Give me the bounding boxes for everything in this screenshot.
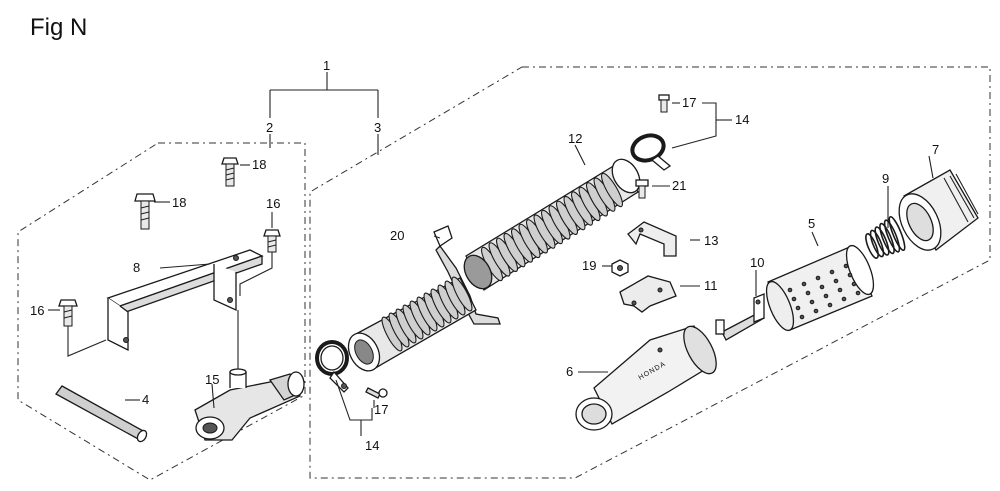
bolt-18-lower: [134, 193, 156, 230]
callout-18-upper: 18: [252, 157, 266, 172]
bolt-18-upper: [221, 157, 239, 187]
spring-coil: [874, 226, 890, 256]
figure-title: Fig N: [30, 14, 88, 41]
screw-17-upper: [658, 94, 670, 113]
group-2-border: [17, 142, 306, 481]
callout-2: 2: [266, 120, 273, 135]
callout-8: 8: [133, 260, 140, 275]
spring-coil: [888, 215, 906, 252]
filter-hole: [799, 314, 805, 320]
tube-rib: [451, 276, 473, 312]
filter-hole: [813, 308, 819, 314]
callout-13: 13: [704, 233, 718, 248]
spring-coil: [865, 233, 879, 259]
bracket-10: [715, 293, 765, 341]
callout-17-upper: 17: [682, 95, 696, 110]
hose-4: [55, 385, 148, 443]
callout-12: 12: [568, 131, 582, 146]
callout-7: 7: [932, 142, 939, 157]
callout-5: 5: [808, 216, 815, 231]
cap-7: [898, 169, 979, 251]
filter-hole: [855, 290, 861, 296]
filter-hole: [829, 269, 835, 275]
screw-21: [635, 179, 649, 199]
callout-14-lower: 14: [365, 438, 379, 453]
filter-hole: [837, 287, 843, 293]
filter-hole: [841, 296, 847, 302]
callout-leaders: [48, 144, 934, 409]
leader-bolt-16-right: [239, 252, 273, 296]
callout-11: 11: [704, 278, 718, 293]
callout-14-upper: 14: [735, 112, 749, 127]
nut-19: [611, 259, 629, 277]
filter-hole: [847, 272, 853, 278]
bolt-16-left: [58, 299, 78, 327]
tube-lower: [347, 276, 477, 372]
assembly-bracket: [269, 72, 379, 155]
leader-bolt-16-left: [67, 326, 107, 357]
spring-coil: [883, 219, 901, 253]
callout-6: 6: [566, 364, 573, 379]
filter-hole: [843, 263, 849, 269]
bracket-13: [627, 221, 677, 257]
filter-hole: [809, 299, 815, 305]
callout-15: 15: [205, 372, 219, 387]
boot-20: [433, 225, 501, 325]
callout-17-lower: 17: [374, 402, 388, 417]
tube-rib: [601, 172, 623, 208]
bolt-16-right: [263, 229, 281, 253]
callout-10: 10: [750, 255, 764, 270]
callout-9: 9: [882, 171, 889, 186]
filter-hole: [791, 296, 797, 302]
clamp-14-upper: [630, 133, 672, 171]
filter-hole: [787, 287, 793, 293]
housing-6: HONDA: [575, 325, 717, 431]
spring-coil: [879, 222, 895, 255]
plate-11: [619, 275, 677, 313]
joint-15: [194, 368, 305, 441]
group-3-border: [309, 66, 991, 479]
filter-hole: [827, 302, 833, 308]
filter-hole: [823, 293, 829, 299]
callout-3: 3: [374, 120, 381, 135]
filter-hole: [805, 290, 811, 296]
filter-hole: [851, 281, 857, 287]
filter-hole: [815, 275, 821, 281]
spring-9: [865, 215, 906, 259]
filter-5: [765, 244, 875, 332]
filter-hole: [819, 284, 825, 290]
callout-16-left: 16: [30, 303, 44, 318]
filter-hole: [801, 281, 807, 287]
clamp-14-lower: [315, 340, 349, 393]
callout-21: 21: [672, 178, 686, 193]
callout-16-right: 16: [266, 196, 280, 211]
bracket-8: [106, 249, 264, 352]
screw-17-lower: [365, 387, 388, 399]
callout-1: 1: [323, 58, 330, 73]
filter-hole: [795, 305, 801, 311]
callout-20: 20: [390, 228, 404, 243]
filter-hole: [833, 278, 839, 284]
tube-12: [463, 158, 641, 291]
spring-coil: [869, 229, 885, 258]
callout-4: 4: [142, 392, 149, 407]
callout-19: 19: [582, 258, 596, 273]
callout-18-lower: 18: [172, 195, 186, 210]
